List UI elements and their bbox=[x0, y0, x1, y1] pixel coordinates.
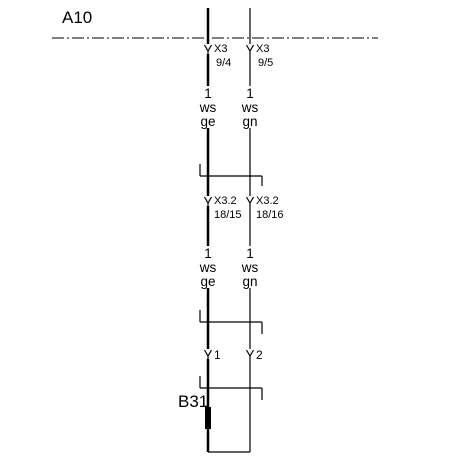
connector-pin-icon bbox=[245, 196, 255, 206]
wire1-right-color1: ws bbox=[241, 100, 259, 115]
connector-pin-icon bbox=[203, 349, 213, 359]
wire2-left-color1: ws bbox=[199, 260, 217, 275]
wire2-right-number: 1 bbox=[246, 246, 254, 261]
wire1-left-color2: ge bbox=[200, 114, 215, 129]
connector-pin-icon bbox=[203, 196, 213, 206]
component-pin-right: 2 bbox=[256, 348, 263, 362]
connector-pin-icon bbox=[203, 44, 213, 54]
wire1-right-number: 1 bbox=[246, 86, 254, 101]
module-label: A10 bbox=[62, 8, 92, 27]
top-connector-right-pin: 9/5 bbox=[258, 57, 273, 69]
component-housing-bracket bbox=[199, 376, 263, 400]
top-connector-left-pin: 9/4 bbox=[216, 57, 231, 69]
connector-housing-bracket bbox=[199, 164, 263, 186]
wire1-left-number: 1 bbox=[204, 86, 212, 101]
sensor-coil-symbol bbox=[205, 407, 211, 429]
mid-connector-left-pin: 18/15 bbox=[214, 209, 242, 221]
component-pin-left: 1 bbox=[214, 348, 221, 362]
connector-pin-icon bbox=[245, 349, 255, 359]
top-connector-left-name: X3 bbox=[214, 43, 227, 55]
mid-connector-right-name: X3.2 bbox=[256, 195, 279, 207]
wire1-left-color1: ws bbox=[199, 100, 217, 115]
top-connector-right-name: X3 bbox=[256, 43, 269, 55]
wire2-left-color2: ge bbox=[200, 274, 215, 289]
wire2-right-color1: ws bbox=[241, 260, 259, 275]
component-label: B31 bbox=[178, 392, 208, 411]
wire2-left-number: 1 bbox=[204, 246, 212, 261]
connector-housing-bracket bbox=[199, 310, 263, 334]
wire1-right-color2: gn bbox=[242, 114, 257, 129]
connector-pin-icon bbox=[245, 44, 255, 54]
mid-connector-right-pin: 18/16 bbox=[256, 209, 284, 221]
wire2-right-color2: gn bbox=[242, 274, 257, 289]
mid-connector-left-name: X3.2 bbox=[214, 195, 237, 207]
